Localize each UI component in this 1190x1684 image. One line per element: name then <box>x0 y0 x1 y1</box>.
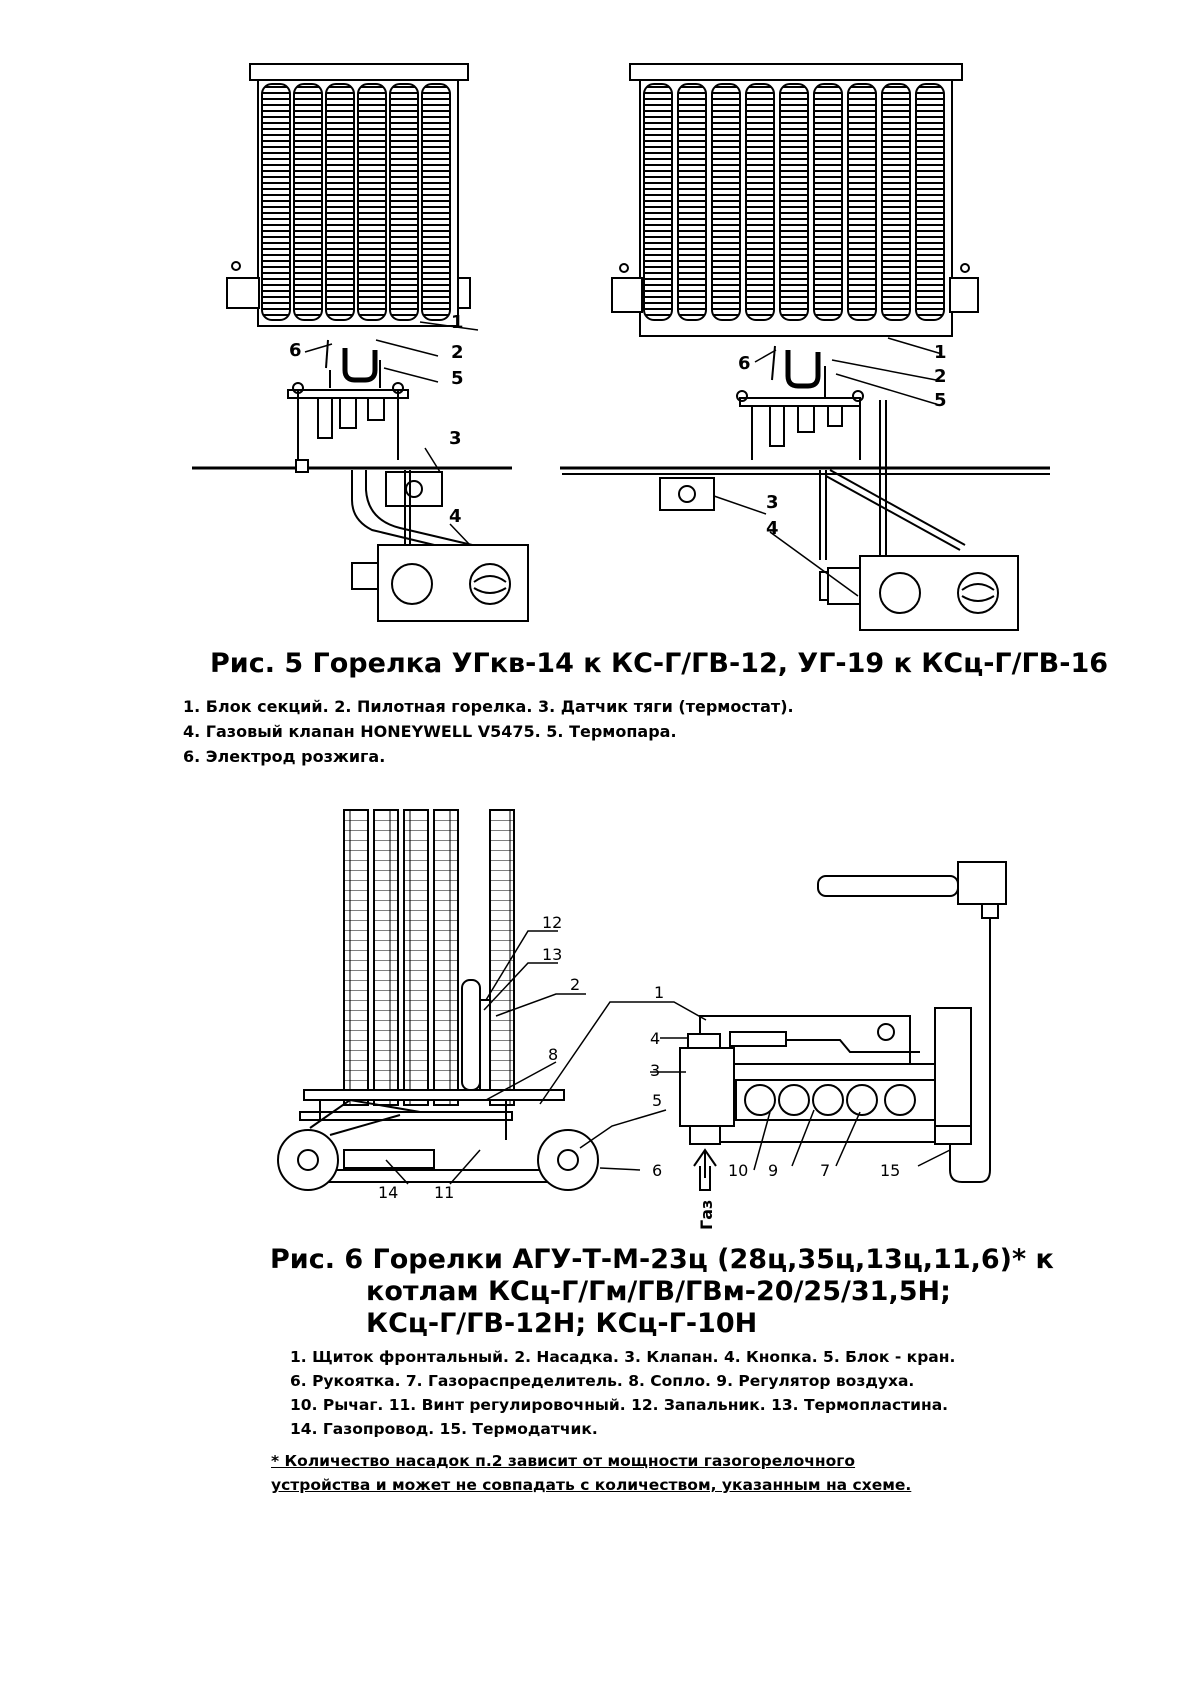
fig6-title-line-3: КСц-Г/ГВ-12Н; КСц-Г-10Н <box>366 1308 758 1339</box>
callout-11: 11 <box>434 1183 454 1202</box>
callout-6: 6 <box>289 340 302 361</box>
fig5-left-labels: 1 2 5 6 3 4 <box>289 312 464 527</box>
fig5-right-leaders <box>713 337 943 597</box>
callout-1: 1 <box>934 342 947 363</box>
fig6-note-line-2: устройства и может не совпадать с количе… <box>271 1476 912 1494</box>
fig6-legend-line-3: 10. Рычаг. 11. Винт регулировочный. 12. … <box>290 1396 949 1414</box>
callout-4: 4 <box>449 506 462 527</box>
callout-10: 10 <box>728 1161 748 1180</box>
section-tubes-left <box>261 83 451 321</box>
fig6-title-line-1: Рис. 6 Горелки АГУ-Т-М-23ц (28ц,35ц,13ц,… <box>270 1244 1054 1275</box>
fig5-title: Рис. 5 Горелка УГкв-14 к КС-Г/ГВ-12, УГ-… <box>210 648 1109 679</box>
callout-5: 5 <box>451 368 464 389</box>
callout-5: 5 <box>652 1091 662 1110</box>
callout-2: 2 <box>451 342 464 363</box>
fig6-note-line-1: * Количество насадок п.2 зависит от мощн… <box>271 1452 856 1470</box>
fig5-left-leaders <box>304 321 479 546</box>
callout-3: 3 <box>766 492 779 513</box>
fig5-legend-line-3: 6. Электрод розжига. <box>183 747 386 766</box>
callout-3: 3 <box>449 428 462 449</box>
callout-5: 5 <box>934 390 947 411</box>
fig6-burner-drawing <box>277 809 1007 1191</box>
fig6-title-line-2: котлам КСц-Г/Гм/ГВ/ГВм-20/25/31,5Н; <box>366 1276 951 1307</box>
callout-14: 14 <box>378 1183 398 1202</box>
fig5-legend-line-1: 1. Блок секций. 2. Пилотная горелка. 3. … <box>183 697 794 716</box>
gas-label: Газ <box>697 1200 716 1230</box>
section-tubes-right <box>643 83 945 321</box>
fig6-legend-line-1: 1. Щиток фронтальный. 2. Насадка. 3. Кла… <box>290 1348 956 1366</box>
callout-9: 9 <box>768 1161 778 1180</box>
callout-15: 15 <box>880 1161 900 1180</box>
fig6-labels: 12 13 2 1 4 3 8 5 6 10 9 7 15 14 11 Газ <box>378 913 900 1230</box>
callout-6: 6 <box>652 1161 662 1180</box>
callout-2: 2 <box>570 975 580 994</box>
fig5-right-labels: 1 2 5 6 3 4 <box>738 342 947 539</box>
callout-4: 4 <box>766 518 779 539</box>
callout-13: 13 <box>542 945 562 964</box>
fig6-leaders <box>385 930 951 1185</box>
callout-12: 12 <box>542 913 562 932</box>
fig6-legend-line-4: 14. Газопровод. 15. Термодатчик. <box>290 1420 598 1438</box>
callout-6: 6 <box>738 353 751 374</box>
fig5-left-burner <box>192 63 529 622</box>
callout-4: 4 <box>650 1029 660 1048</box>
fig5-right-burner <box>560 63 1050 631</box>
fig6-legend-line-2: 6. Рукоятка. 7. Газораспределитель. 8. С… <box>290 1372 915 1390</box>
callout-8: 8 <box>548 1045 558 1064</box>
callout-2: 2 <box>934 366 947 387</box>
callout-3: 3 <box>650 1061 660 1080</box>
callout-7: 7 <box>820 1161 830 1180</box>
fig5-legend-line-2: 4. Газовый клапан HONEYWELL V5475. 5. Те… <box>183 722 677 741</box>
callout-1: 1 <box>451 312 464 333</box>
callout-1: 1 <box>654 983 664 1002</box>
